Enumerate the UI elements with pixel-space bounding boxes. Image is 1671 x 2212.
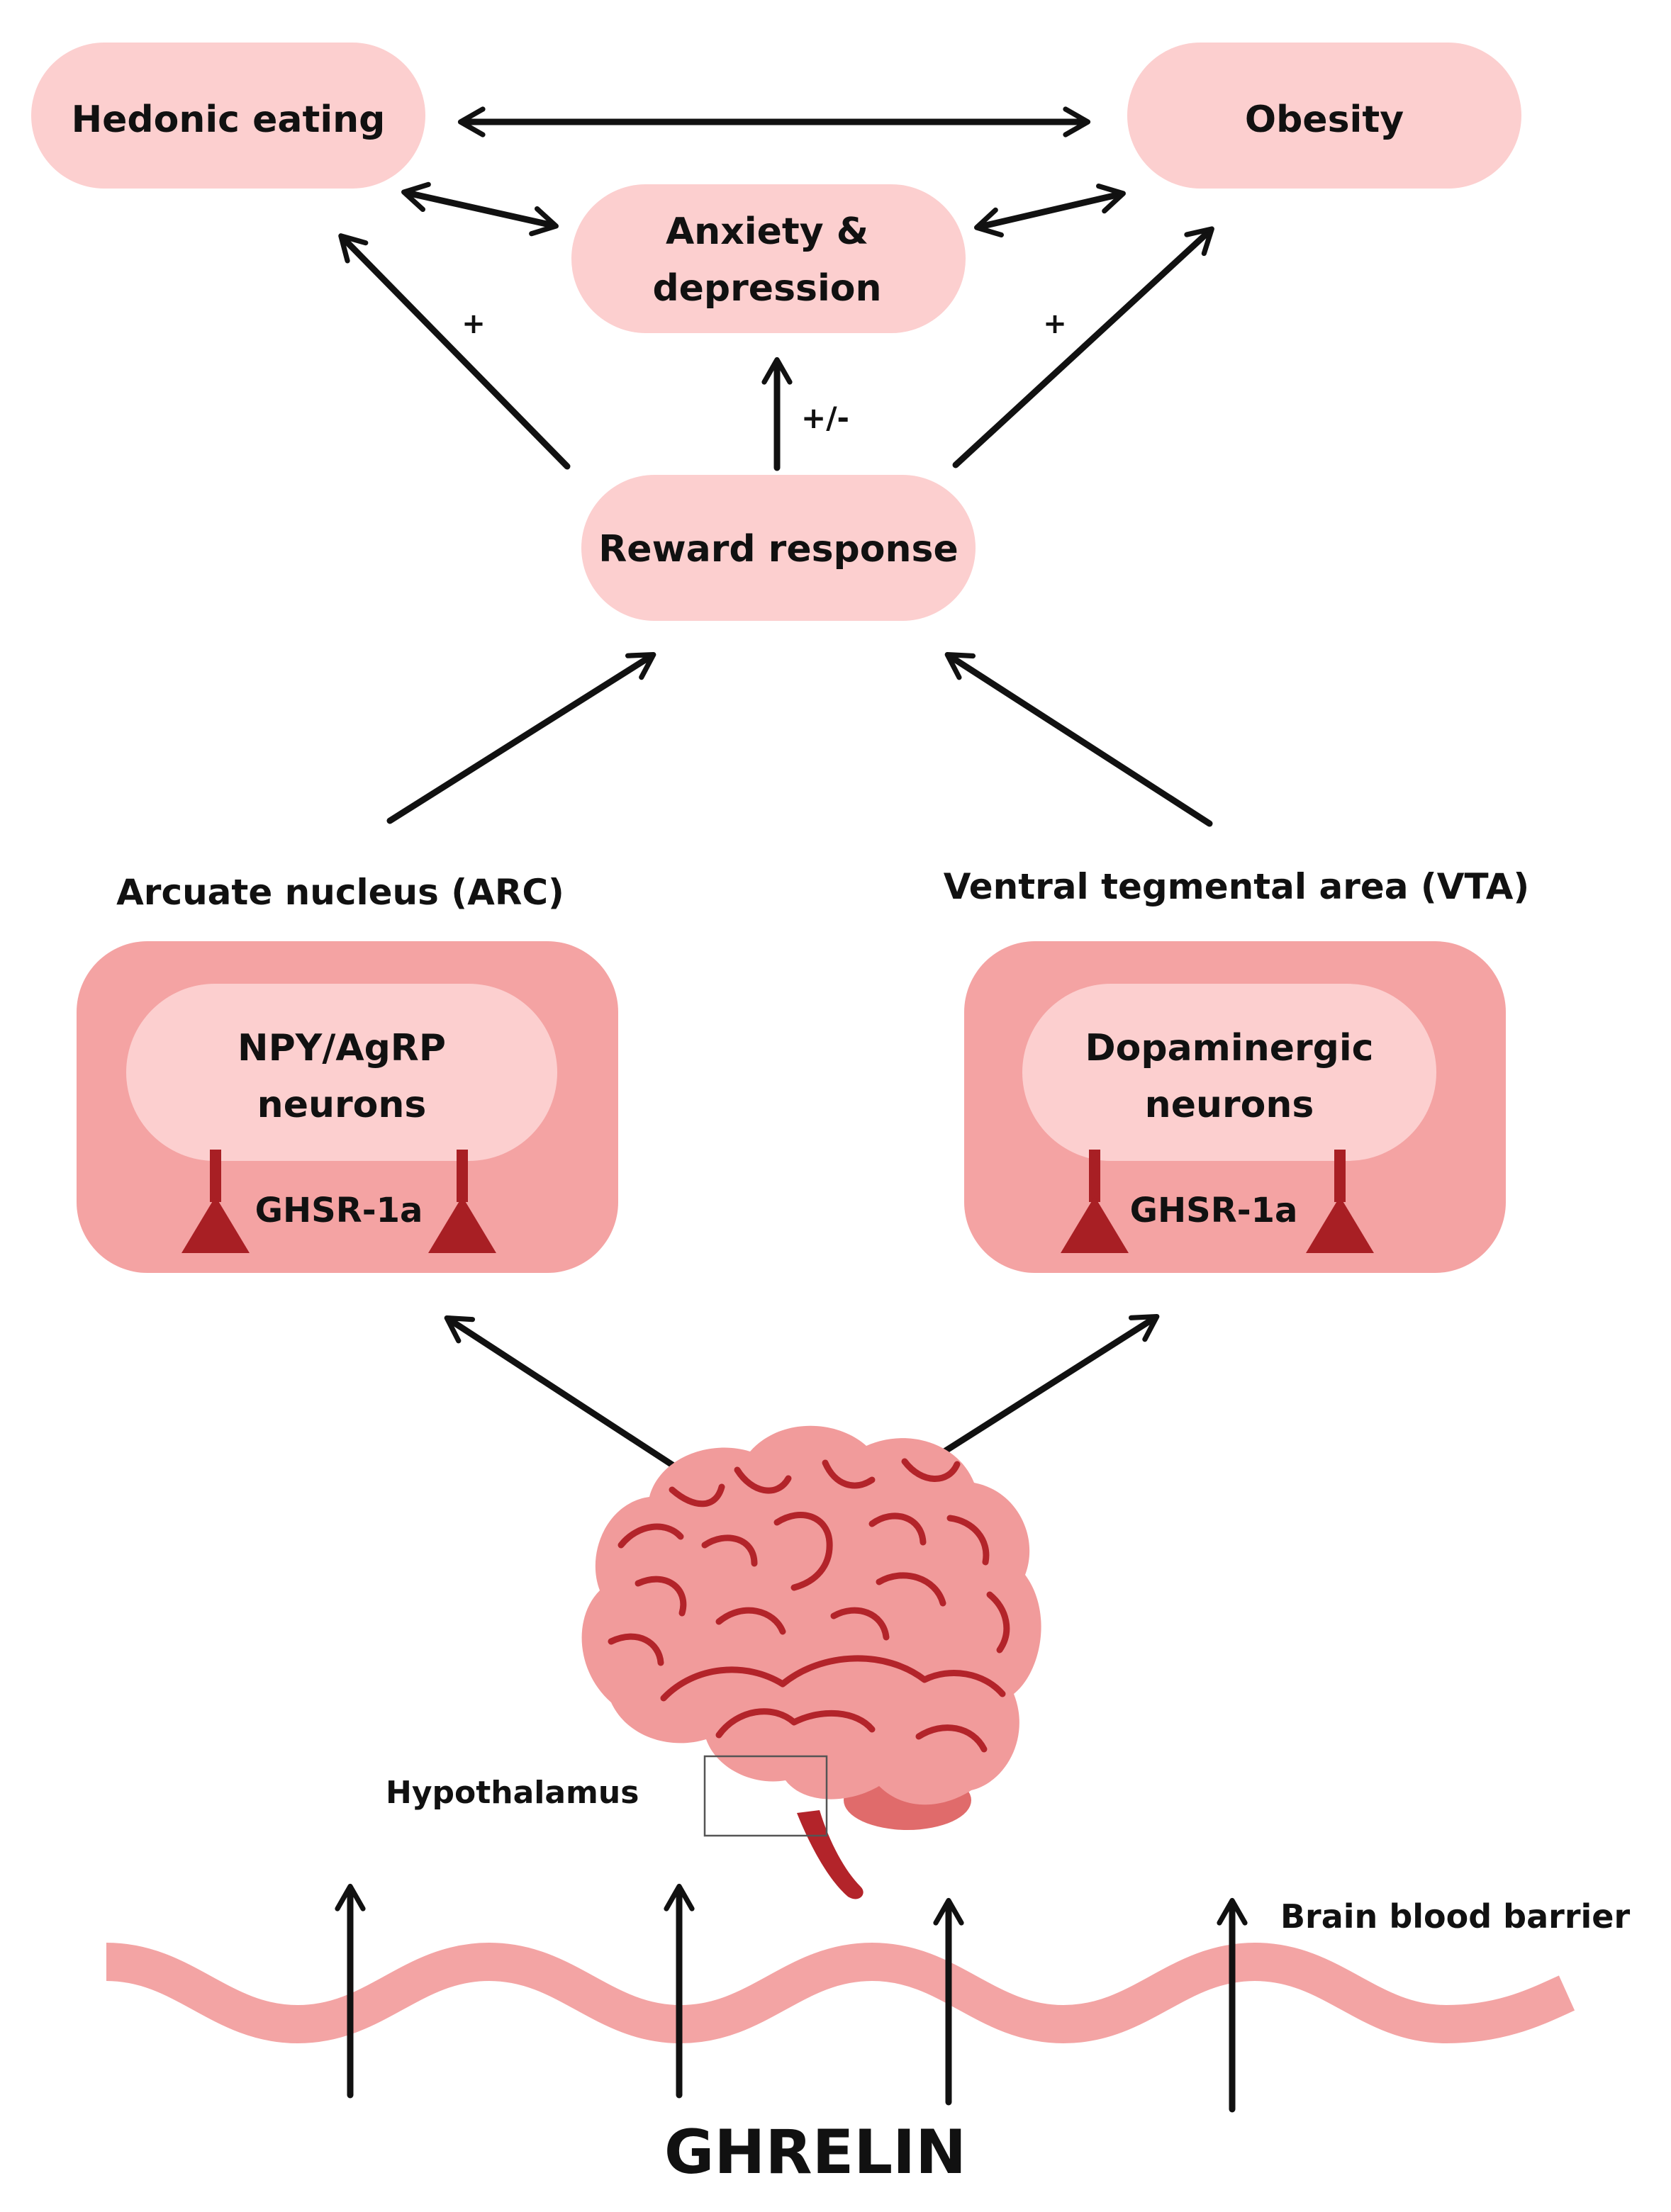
vta-box: Dopaminergic neurons GHSR-1a — [964, 941, 1506, 1273]
obesity-label: Obesity — [1245, 99, 1404, 141]
vta-receptor-label: GHSR-1a — [1130, 1191, 1298, 1230]
hypothalamus-marker — [703, 1755, 828, 1837]
receptor-icon — [181, 1150, 250, 1253]
node-reward-response: Reward response — [581, 475, 976, 621]
arc-receptor-label: GHSR-1a — [255, 1191, 423, 1230]
barrier-label: Brain blood barrier — [1280, 1897, 1630, 1936]
arc-title: Arcuate nucleus (ARC) — [116, 872, 564, 913]
hypothalamus-label: Hypothalamus — [386, 1775, 639, 1811]
hedonic-eating-label: Hedonic eating — [72, 99, 386, 141]
node-hedonic-eating: Hedonic eating — [31, 43, 425, 189]
receptor-icon — [428, 1150, 496, 1253]
right-plus-sign: + — [1043, 308, 1067, 340]
arc-neuron-label-line2: neurons — [257, 1084, 427, 1126]
arrow-vta-reward — [944, 651, 1213, 827]
vta-title: Ventral tegmental area (VTA) — [944, 866, 1530, 907]
center-plus-minus-sign: +/- — [801, 400, 849, 435]
vta-neuron-label-line1: Dopaminergic — [1085, 1027, 1373, 1069]
node-anxiety-depression: Anxiety & depression — [571, 184, 966, 333]
arrow-brain-arc — [444, 1315, 705, 1488]
vta-neuron-label-line2: neurons — [1145, 1084, 1314, 1126]
brain-icon — [581, 1425, 1041, 1899]
anxiety-label-line1: Anxiety & — [666, 210, 868, 253]
arrow-reward-obesity — [952, 226, 1214, 468]
arrow-hedonic-anxiety — [401, 181, 559, 237]
arc-box: NPY/AgRP neurons GHSR-1a — [77, 941, 618, 1273]
arrow-reward-hedonic — [338, 233, 571, 470]
receptor-icon — [1306, 1150, 1374, 1253]
arrow-anxiety-obesity — [974, 183, 1126, 238]
receptor-icon — [1061, 1150, 1129, 1253]
arrow-arc-reward — [386, 652, 656, 824]
brain-blood-barrier-wave — [106, 1942, 1575, 2044]
node-obesity: Obesity — [1127, 43, 1521, 189]
arc-neuron-label-line1: NPY/AgRP — [237, 1027, 446, 1069]
ghrelin-label: GHRELIN — [664, 2117, 966, 2188]
anxiety-label-line2: depression — [652, 267, 881, 310]
reward-response-label: Reward response — [598, 528, 958, 571]
left-plus-sign: + — [462, 308, 486, 340]
